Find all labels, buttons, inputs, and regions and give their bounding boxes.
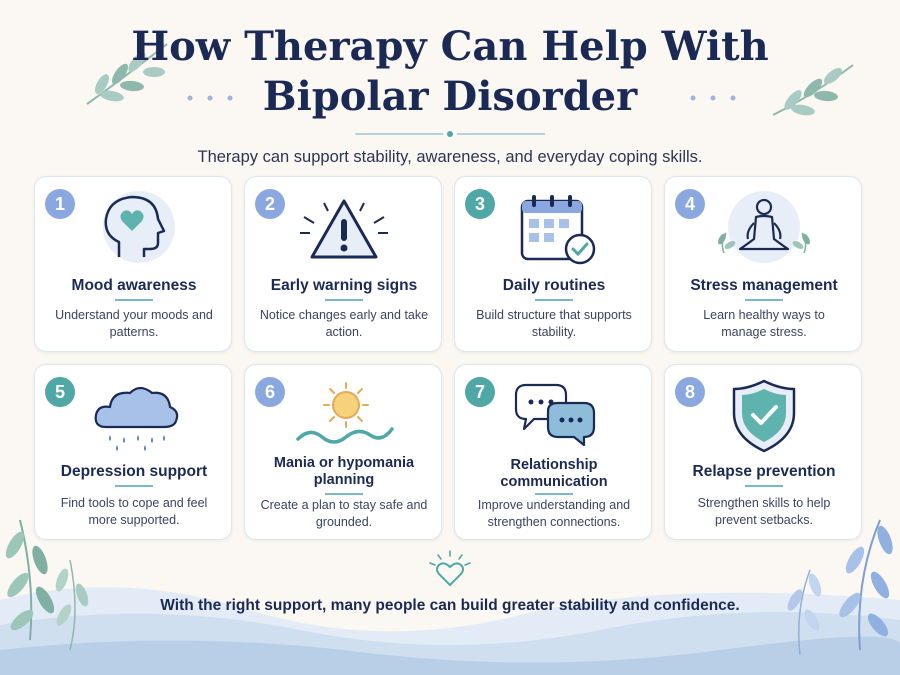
title-line-1: How Therapy Can Help With — [131, 23, 769, 70]
sun-waves-icon — [296, 382, 394, 444]
card-underline — [115, 485, 153, 487]
card-early-warning-signs: 2 Early warning signs Notice changes ear… — [244, 176, 442, 352]
card-description: Improve understanding and strengthen con… — [477, 498, 631, 529]
card-title: Relationship communication — [500, 457, 608, 490]
subtitle: Therapy can support stability, awareness… — [197, 148, 703, 166]
card-title: Depression support — [60, 463, 208, 480]
warning-triangle-icon — [300, 199, 388, 259]
head-heart-icon — [103, 191, 175, 263]
heart-icon — [429, 550, 471, 587]
left-dots-decoration — [187, 95, 233, 101]
card-underline — [325, 299, 363, 301]
card-description: Strengthen skills to help prevent setbac… — [697, 496, 831, 527]
card-number-badge: 3 — [465, 189, 495, 219]
card-title: Mania or hypomania planning — [273, 455, 415, 488]
card-title: Early warning signs — [270, 277, 418, 294]
card-title: Mood awareness — [71, 277, 197, 294]
tagline: With the right support, many people can … — [160, 597, 740, 614]
card-title: Relapse prevention — [692, 463, 836, 480]
card-stress-management: 4 Stress management Learn healthy ways t… — [664, 176, 862, 352]
card-relationship-communication: 7 Relationship communication Improve und… — [454, 364, 652, 540]
page-title: How Therapy Can Help With Bipolar Disord… — [0, 22, 900, 122]
left-leaf-sprig-icon — [86, 43, 168, 105]
calendar-check-icon — [520, 195, 596, 265]
card-depression-support: 5 Depression support Find tools to cope … — [34, 364, 232, 540]
card-number-badge: 6 — [255, 377, 285, 407]
card-underline — [535, 299, 573, 301]
shield-check-icon — [732, 379, 796, 453]
card-mood-awareness: 1 Mood awareness Understand your moods a… — [34, 176, 232, 352]
card-underline — [115, 299, 153, 301]
right-leaf-sprig-icon — [772, 64, 854, 116]
card-daily-routines: 3 Daily routines Build structure that su… — [454, 176, 652, 352]
card-description: Build structure that supports stability. — [476, 308, 632, 339]
card-number-badge: 8 — [675, 377, 705, 407]
title-line-2: Bipolar Disorder — [262, 73, 638, 120]
card-description: Learn healthy ways to manage stress. — [703, 308, 825, 339]
card-underline — [325, 493, 363, 495]
title-divider — [355, 131, 545, 137]
card-title: Daily routines — [502, 277, 606, 294]
chat-bubbles-icon — [514, 383, 596, 447]
card-number-badge: 5 — [45, 377, 75, 407]
card-relapse-prevention: 8 Relapse prevention Strengthen skills t… — [664, 364, 862, 540]
right-dots-decoration — [690, 95, 736, 101]
card-description: Notice changes early and take action. — [259, 308, 429, 339]
card-description: Find tools to cope and feel more support… — [60, 496, 208, 527]
card-description: Create a plan to stay safe and grounded. — [260, 498, 428, 529]
card-number-badge: 1 — [45, 189, 75, 219]
card-underline — [745, 299, 783, 301]
card-description: Understand your moods and patterns. — [55, 308, 213, 339]
card-underline — [535, 493, 573, 495]
card-number-badge: 2 — [255, 189, 285, 219]
rain-cloud-icon — [94, 386, 179, 451]
card-number-badge: 7 — [465, 377, 495, 407]
card-title: Stress management — [690, 277, 838, 294]
card-number-badge: 4 — [675, 189, 705, 219]
card-underline — [745, 485, 783, 487]
meditation-icon — [718, 191, 810, 263]
card-mania-hypomania-planning: 6 Mania or hypomania planning Create a p… — [244, 364, 442, 540]
